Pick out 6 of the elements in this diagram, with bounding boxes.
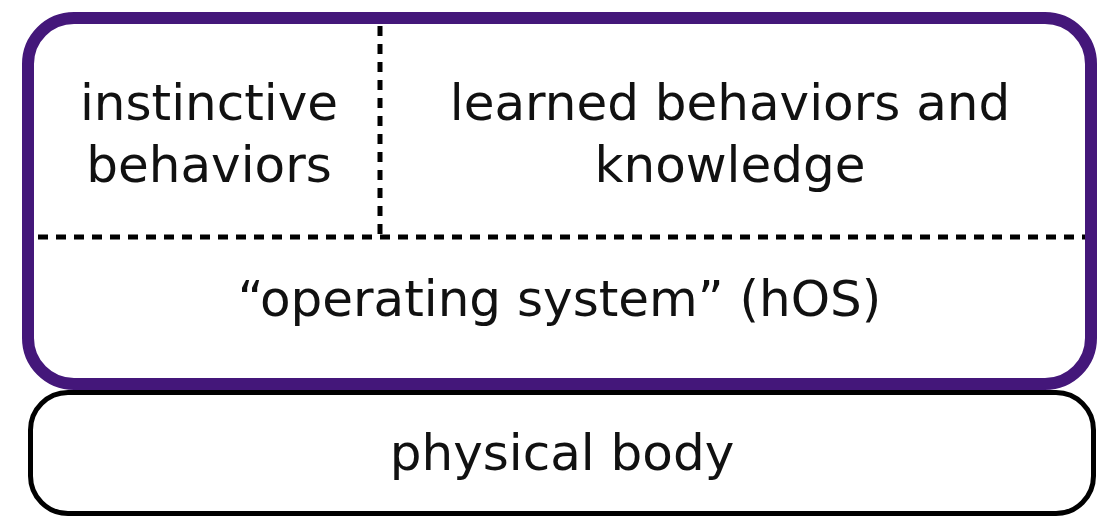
layer-label: physical body: [389, 422, 735, 484]
body-panel: [28, 390, 1096, 516]
layer-label: instinctive behaviors: [78, 72, 340, 196]
layer-label: learned behaviors and knowledge: [448, 72, 1012, 196]
mind-panel: [22, 12, 1097, 390]
layer-label: “operating system” (hOS): [237, 268, 882, 330]
